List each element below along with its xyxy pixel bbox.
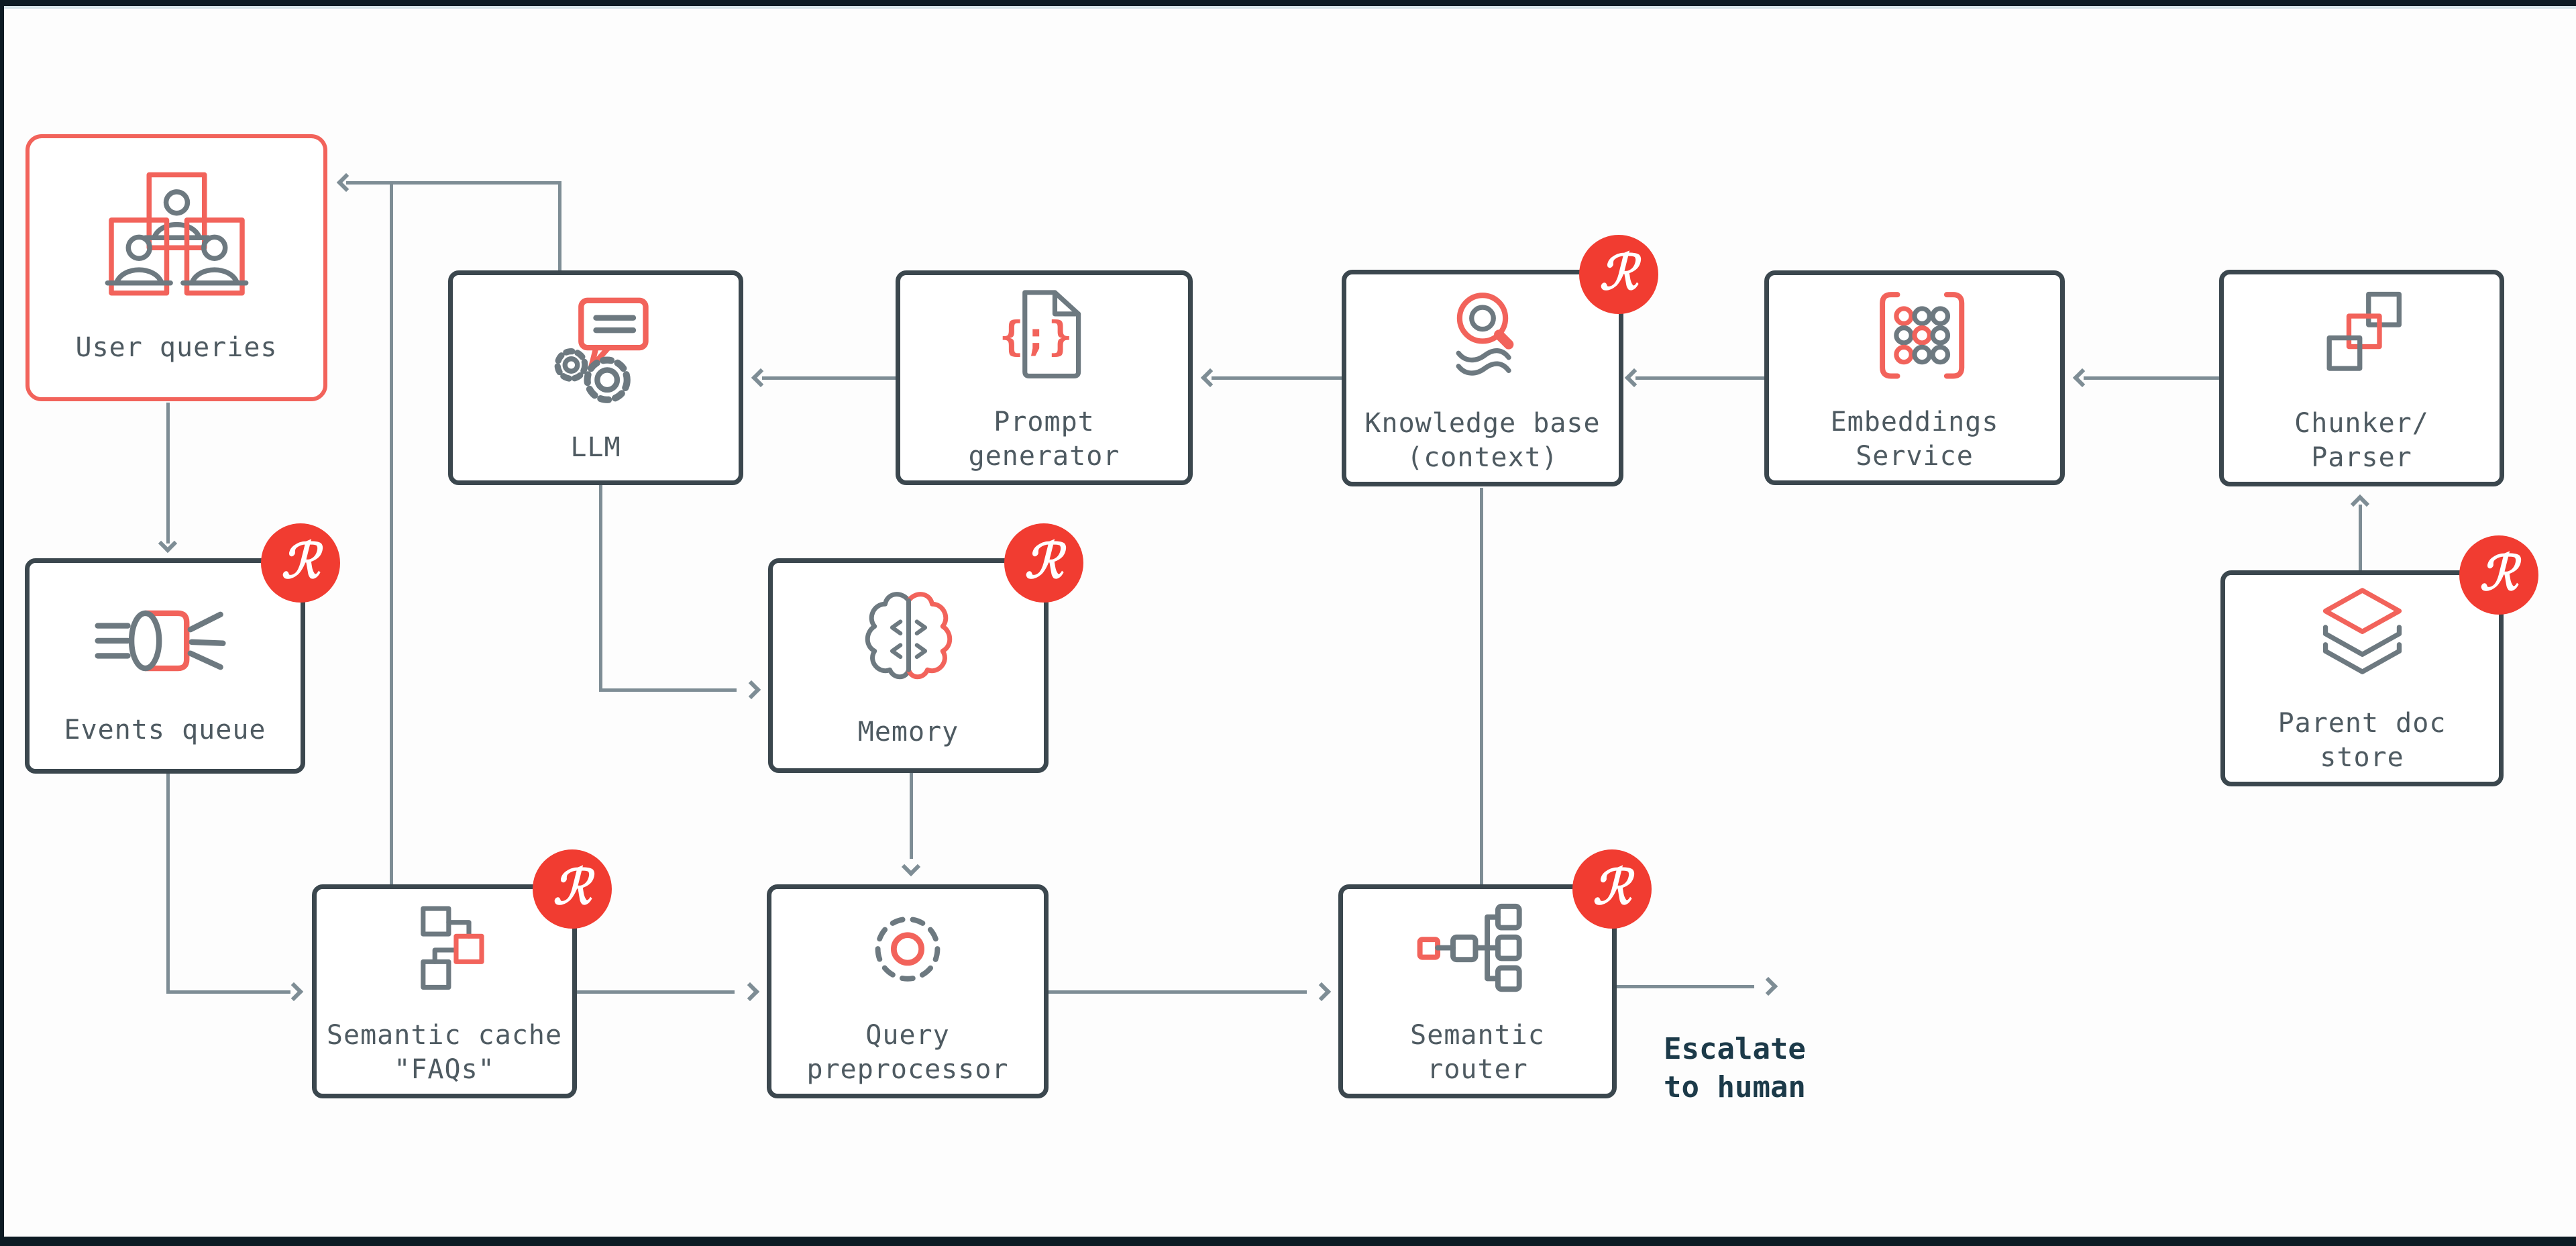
arrowhead-right-icon xyxy=(1758,976,1778,996)
node-semantic-cache: ℛ Semantic cache "FAQs" xyxy=(312,849,612,1098)
redis-logo-icon: ℛ xyxy=(1599,243,1638,301)
redis-badge: ℛ xyxy=(533,849,612,929)
node-semantic-router: ℛ Semantic router xyxy=(1338,849,1652,1098)
arrowhead-right-icon xyxy=(1311,982,1332,1002)
connector-querypreprocessor-semanticrouter xyxy=(1049,990,1307,994)
arrowhead-right-icon xyxy=(741,680,761,700)
users-icon xyxy=(105,172,248,296)
node-label: Query preprocessor xyxy=(806,1019,1009,1085)
connector-embeddings-knowledgebase xyxy=(1635,376,1764,380)
redis-badge: ℛ xyxy=(261,523,340,603)
node-label: Embeddings Service xyxy=(1830,406,1999,472)
redis-logo-icon: ℛ xyxy=(281,531,320,589)
node-user-queries: User queries xyxy=(25,134,327,401)
arrowhead-right-icon xyxy=(284,982,304,1002)
connector-eventsqueue-semanticcache-v xyxy=(166,774,170,994)
arrowhead-left-icon xyxy=(336,172,356,193)
brain-icon xyxy=(865,592,952,680)
arrowhead-down-icon xyxy=(158,533,178,554)
connector-userqueries-eventsqueue xyxy=(166,403,170,543)
connector-memory-querypreprocessor xyxy=(910,773,913,859)
llm-gears-chat-icon xyxy=(554,297,649,403)
connector-return-to-userqueries-h xyxy=(346,181,561,185)
connector-knowledgebase-promptgenerator xyxy=(1212,376,1342,380)
prompt-document-icon: {;} xyxy=(999,290,1081,379)
node-memory: ℛ Memory xyxy=(768,523,1083,773)
redis-logo-icon: ℛ xyxy=(553,858,592,915)
arrowhead-left-icon xyxy=(2072,368,2092,388)
connector-parentdocstore-chunker xyxy=(2359,505,2362,570)
layers-stack-icon xyxy=(2322,588,2402,674)
frame-top-bar xyxy=(0,0,2576,6)
arrowhead-right-icon xyxy=(740,982,760,1002)
processor-sun-icon xyxy=(875,916,941,982)
linked-nodes-icon xyxy=(421,906,484,990)
node-embeddings-service: Embeddings Service xyxy=(1764,270,2065,485)
node-query-preprocessor: Query preprocessor xyxy=(767,884,1049,1098)
router-tree-icon xyxy=(1417,903,1522,992)
connector-semanticrouter-escalate xyxy=(1617,985,1754,988)
connector-llm-memory-h xyxy=(599,688,737,692)
redis-badge: ℛ xyxy=(1579,235,1658,314)
connector-semanticcache-return-riser xyxy=(390,185,393,884)
embeddings-matrix-icon xyxy=(1880,292,1965,379)
node-label: Events queue xyxy=(64,714,266,745)
search-database-icon xyxy=(1456,293,1514,376)
events-queue-pipe-icon xyxy=(95,610,226,672)
arrowhead-left-icon xyxy=(1200,368,1220,388)
redis-badge: ℛ xyxy=(1004,523,1083,603)
node-label: Chunker/ Parser xyxy=(2294,407,2429,473)
node-label: Semantic cache "FAQs" xyxy=(326,1019,563,1085)
connector-eventsqueue-semanticcache-h xyxy=(166,990,290,994)
node-label: LLM xyxy=(570,431,621,463)
arrowhead-up-icon xyxy=(2350,494,2370,514)
node-llm: LLM xyxy=(448,270,743,485)
node-events-queue: ℛ Events queue xyxy=(25,523,340,774)
node-label: Memory xyxy=(857,716,959,747)
connector-llm-memory-v xyxy=(599,485,602,692)
node-label: Semantic router xyxy=(1410,1019,1545,1085)
connector-llm-return-riser xyxy=(558,181,561,270)
node-prompt-generator: {;} Prompt generator xyxy=(896,270,1193,485)
node-label: Knowledge base (context) xyxy=(1364,407,1601,473)
redis-badge: ℛ xyxy=(2459,535,2538,615)
frame-top-highlight xyxy=(0,6,2576,9)
node-knowledge-base: ℛ Knowledge base (context) xyxy=(1342,235,1658,486)
redis-badge: ℛ xyxy=(1572,849,1652,929)
node-label: User queries xyxy=(75,332,278,364)
node-label: Parent doc store xyxy=(2277,707,2447,773)
arrowhead-left-icon xyxy=(1624,368,1644,388)
redis-logo-icon: ℛ xyxy=(2479,543,2518,601)
connector-promptgenerator-llm xyxy=(762,376,896,380)
connector-semanticrouter-knowledgebase xyxy=(1480,488,1483,884)
node-label: Prompt generator xyxy=(968,406,1120,472)
frame-bottom-bar xyxy=(0,1237,2576,1246)
connector-chunker-embeddings xyxy=(2084,376,2219,380)
arrowhead-left-icon xyxy=(751,368,771,388)
connector-semanticcache-querypreprocessor xyxy=(577,990,735,994)
frame-left-bar xyxy=(0,0,4,1246)
redis-logo-icon: ℛ xyxy=(1593,858,1631,915)
svg-text:{;}: {;} xyxy=(999,313,1073,360)
arrowhead-down-icon xyxy=(901,857,921,877)
redis-logo-icon: ℛ xyxy=(1024,531,1063,589)
node-parent-doc-store: ℛ Parent doc store xyxy=(2220,535,2538,786)
escalate-to-human-label: Escalate to human xyxy=(1664,1032,1806,1105)
node-chunker-parser: Chunker/ Parser xyxy=(2219,270,2504,486)
chunks-squares-icon xyxy=(2326,291,2402,371)
